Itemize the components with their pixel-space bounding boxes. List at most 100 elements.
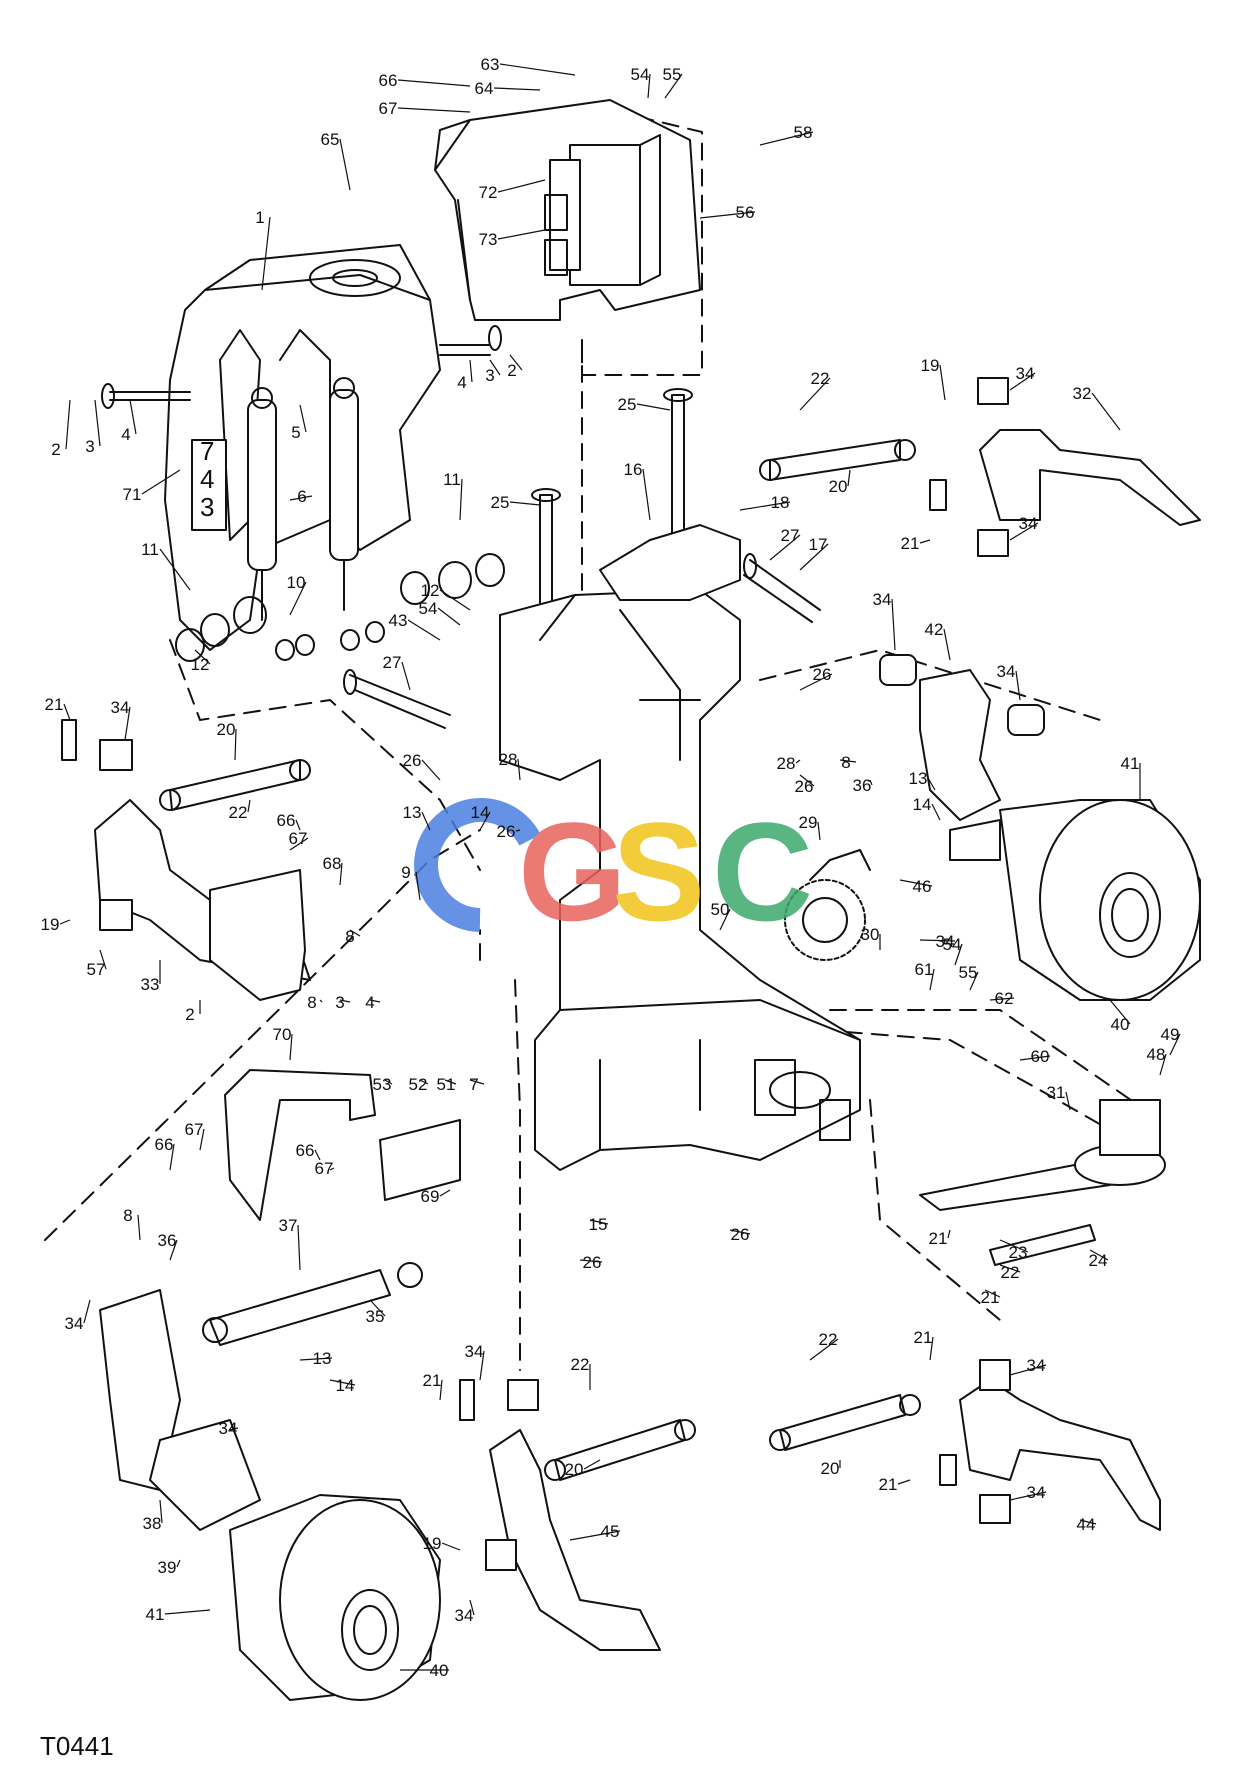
leader-line [1009, 1364, 1047, 1376]
leader-line [419, 1079, 429, 1085]
part-callout-48: 48 [1147, 1045, 1166, 1064]
leader-line [295, 819, 301, 831]
part-callout-31: 31 [1047, 1083, 1066, 1102]
part-callout-56: 56 [736, 203, 755, 222]
leader-line [159, 548, 191, 591]
leader-line [319, 999, 323, 1003]
part-callout-14: 14 [913, 795, 932, 814]
part-cylinder-lower-left [202, 1262, 423, 1346]
part-callout-35: 35 [366, 1307, 385, 1326]
leader-line [141, 469, 181, 495]
leader-line [919, 539, 931, 544]
part-callout-40: 40 [430, 1661, 449, 1680]
part-callout-21: 21 [981, 1288, 1000, 1307]
leader-line [493, 87, 541, 91]
leader-line [579, 1259, 603, 1263]
part-callout-14: 14 [471, 803, 490, 822]
part-callout-62: 62 [995, 989, 1014, 1008]
leader-line [589, 1219, 609, 1225]
part-callout-66: 66 [296, 1141, 315, 1160]
part-callout-8: 8 [345, 927, 354, 946]
part-callout-13: 13 [403, 803, 422, 822]
leader-line [647, 73, 651, 99]
leader-line [739, 501, 791, 511]
leader-line [489, 359, 501, 376]
leader-line [1019, 1055, 1051, 1061]
part-brackets-70-69 [224, 1069, 461, 1221]
part-callout-20: 20 [821, 1459, 840, 1478]
part-callout-25: 25 [618, 395, 637, 414]
leader-line [499, 63, 576, 76]
part-callout-70: 70 [273, 1025, 292, 1044]
leader-line [799, 543, 829, 571]
part-callout-26: 26 [731, 1225, 750, 1244]
part-callout-26: 26 [813, 665, 832, 684]
part-callout-34: 34 [1027, 1483, 1046, 1502]
leader-line [839, 759, 857, 763]
leader-line [229, 1427, 239, 1431]
leader-line [421, 759, 441, 781]
leader-line [927, 777, 936, 791]
part-callout-26: 26 [583, 1253, 602, 1272]
part-callout-3: 3 [485, 366, 494, 385]
leader-line [289, 495, 313, 501]
part-callout-34: 34 [997, 662, 1016, 681]
part-callout-13: 13 [909, 769, 928, 788]
leader-line [164, 1609, 211, 1615]
leader-line [289, 837, 309, 851]
part-callout-4: 4 [121, 425, 130, 444]
leader-line [439, 589, 471, 611]
part-callout-72: 72 [479, 183, 498, 202]
part-callout-66: 66 [155, 1135, 174, 1154]
leader-line [369, 1299, 386, 1317]
part-callout-9: 9 [401, 863, 410, 882]
part-callout-67: 67 [379, 99, 398, 118]
part-callout-11: 11 [141, 540, 159, 559]
part-callout-6: 6 [297, 487, 306, 506]
part-hitch-arm-lower-center [459, 1379, 661, 1651]
part-callout-18: 18 [771, 493, 790, 512]
leader-line [989, 997, 1015, 1001]
part-callout-55: 55 [959, 963, 978, 982]
part-callout-7: 7 [469, 1075, 478, 1094]
leader-line [349, 929, 361, 937]
part-callout-55: 55 [663, 65, 682, 84]
leader-line [929, 968, 935, 991]
part-callout-21: 21 [879, 1475, 898, 1494]
part-drawings: 7 4 3 [44, 99, 1201, 1701]
leader-line [329, 1167, 335, 1171]
part-callout-21: 21 [423, 1371, 442, 1390]
leader-line [437, 607, 461, 626]
part-callout-19: 19 [921, 356, 940, 375]
leader-line [1009, 522, 1039, 541]
part-callout-26: 26 [795, 777, 814, 796]
leader-line [897, 1479, 911, 1485]
leader-line [642, 468, 651, 521]
part-callout-67: 67 [289, 829, 308, 848]
part-callout-34: 34 [1019, 514, 1038, 533]
leader-line [169, 1143, 175, 1171]
frame-marking-7: 7 [200, 436, 214, 466]
part-callout-54: 54 [943, 935, 962, 954]
leader-line [699, 211, 756, 219]
part-callout-34: 34 [873, 590, 892, 609]
part-callout-41: 41 [146, 1605, 165, 1624]
leader-line [769, 534, 801, 561]
part-callout-34: 34 [455, 1606, 474, 1625]
part-callout-26: 26 [497, 822, 516, 841]
part-lift-frame: 7 4 3 [164, 244, 441, 651]
leader-line [314, 1149, 321, 1161]
leader-line [919, 939, 956, 942]
part-callout-22: 22 [819, 1330, 838, 1349]
part-callout-27: 27 [383, 653, 402, 672]
part-callout-34: 34 [219, 1419, 238, 1438]
part-callout-34: 34 [465, 1342, 484, 1361]
leader-line [729, 1229, 751, 1235]
part-callout-29: 29 [799, 813, 818, 832]
leader-line [517, 758, 521, 781]
part-callout-21: 21 [901, 534, 920, 553]
part-callout-20: 20 [829, 477, 848, 496]
part-callout-34: 34 [1016, 364, 1035, 383]
leader-line [479, 811, 491, 831]
